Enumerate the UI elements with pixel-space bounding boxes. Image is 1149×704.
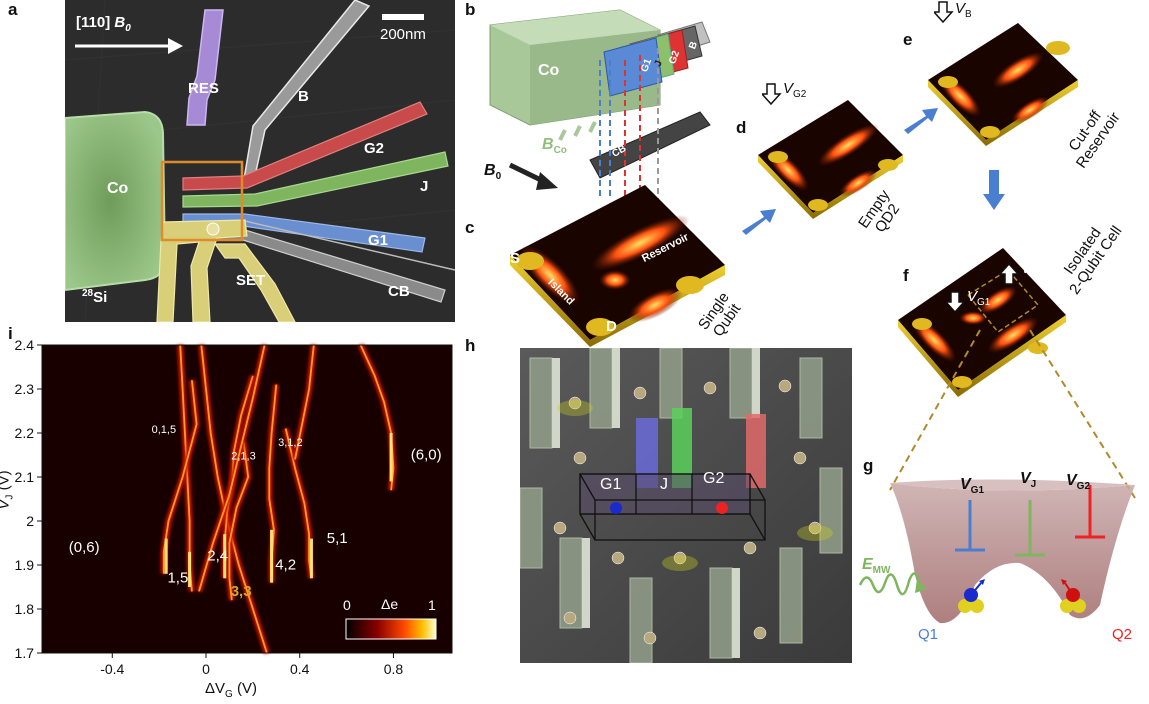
b-label: B bbox=[298, 88, 309, 105]
gate-stack-diagram bbox=[489, 9, 711, 200]
charge-state-label: 0,1,5 bbox=[152, 424, 176, 436]
y-tick-label: 2 bbox=[26, 513, 34, 529]
colorbar-min: 0 bbox=[343, 597, 351, 613]
g2-label: G2 bbox=[364, 140, 385, 157]
colorbar bbox=[345, 618, 437, 640]
vg1-arrow-icon bbox=[946, 291, 966, 314]
potential-surface-e bbox=[928, 23, 1078, 146]
transition-line bbox=[200, 344, 268, 654]
transition-line bbox=[162, 380, 198, 574]
charge-state-label: 1,5 bbox=[167, 570, 188, 587]
charge-state-label: 4,2 bbox=[275, 556, 296, 573]
transition-line bbox=[359, 344, 395, 491]
x-axis-label: ΔVG (V) bbox=[205, 680, 257, 700]
x-tick-label: 0.4 bbox=[290, 661, 310, 677]
d-label: D bbox=[606, 318, 617, 335]
j-gate bbox=[182, 151, 449, 208]
gate-bars bbox=[589, 21, 711, 179]
y-tick-label: 1.8 bbox=[15, 601, 35, 617]
vb-label: VB bbox=[955, 0, 972, 20]
charge-state-label: (6,0) bbox=[411, 446, 442, 463]
charge-state-label: 2,4 bbox=[207, 548, 228, 565]
y-axis-label: VJ (V) bbox=[0, 470, 16, 509]
charge-state-label: 3,3 bbox=[231, 583, 252, 600]
co-block-label: Co bbox=[538, 62, 560, 79]
q1-label: Q1 bbox=[918, 626, 939, 643]
arrow-d-to-e bbox=[904, 108, 938, 134]
panel-label-e: e bbox=[903, 30, 913, 49]
double-well-diagram bbox=[858, 479, 1135, 624]
b0-label: B0 bbox=[484, 162, 502, 183]
j-label: J bbox=[420, 178, 429, 195]
y-tick-label: 2.3 bbox=[15, 381, 35, 397]
co-label: Co bbox=[107, 180, 129, 197]
arrow-e-to-f bbox=[983, 170, 1005, 210]
vg2-arrow-icon bbox=[762, 83, 782, 106]
vb-arrow-icon bbox=[934, 1, 954, 24]
stability-diagram-chart: (0,6) 1,5 2,4 3,3 4,2 5,1 (6,0) 0,1,5 2,1,3 3,1,2… bbox=[15, 337, 453, 677]
panel-label-d: d bbox=[736, 118, 747, 137]
vg1-label-f: VG1 bbox=[967, 288, 991, 308]
y-tick-label: 2.2 bbox=[15, 425, 35, 441]
colorbar-max: 1 bbox=[428, 597, 436, 613]
region-box bbox=[160, 160, 244, 242]
plot-frame bbox=[41, 344, 453, 654]
vg2-label-g: VG2 bbox=[1066, 472, 1091, 493]
potential-surface-c bbox=[510, 185, 725, 347]
bco-label: BCo bbox=[542, 136, 567, 157]
projection-lines bbox=[889, 329, 1136, 499]
panel-label-a: a bbox=[8, 0, 18, 19]
arrow-c-to-d bbox=[742, 209, 776, 235]
x-tick-label: -0.4 bbox=[100, 661, 124, 677]
transition-line bbox=[198, 344, 266, 592]
cb-label: CB bbox=[388, 283, 410, 300]
j-cell-label: J bbox=[660, 476, 668, 493]
panel-label-i: i bbox=[8, 324, 13, 343]
q2-label: Q2 bbox=[1112, 626, 1133, 643]
g1-cell-label: G1 bbox=[600, 476, 622, 493]
charge-state-label: 3,1,2 bbox=[278, 437, 302, 449]
y-tick-label: 2.1 bbox=[15, 469, 35, 485]
orientation-label: [110] B0 bbox=[76, 14, 131, 34]
panel-label-f: f bbox=[903, 266, 909, 285]
vg1-label-g: VG1 bbox=[960, 476, 985, 497]
y-tick-label: 1.9 bbox=[15, 557, 35, 573]
panel-label-c: c bbox=[465, 218, 475, 237]
charge-state-label: 5,1 bbox=[327, 530, 348, 547]
panel-label-b: b bbox=[465, 0, 476, 19]
res-gate bbox=[186, 9, 224, 126]
co-magnet bbox=[65, 110, 167, 292]
material-label: 28Si bbox=[82, 288, 108, 306]
transition-line bbox=[284, 428, 313, 579]
emw-label: EMW bbox=[862, 556, 891, 577]
g2-cell-label: G2 bbox=[703, 470, 725, 487]
colorbar-label: Δe bbox=[381, 596, 399, 612]
y-tick-label: 1.7 bbox=[15, 645, 35, 661]
scale-bar-label: 200nm bbox=[380, 26, 426, 43]
qubit-array-render bbox=[520, 348, 852, 663]
set-label: SET bbox=[236, 272, 266, 289]
vg2-label-d: VG2 bbox=[783, 80, 807, 100]
sem-image bbox=[65, 0, 455, 322]
vg2-label-f: VG2 bbox=[1021, 260, 1045, 280]
g1-label: G1 bbox=[368, 232, 389, 249]
potential-surface-f bbox=[898, 248, 1066, 397]
potential-surface-d bbox=[758, 100, 903, 219]
well-potential bbox=[890, 483, 1135, 624]
y-tick-label: 2.4 bbox=[15, 337, 35, 353]
vj-label-g: VJ bbox=[1020, 470, 1037, 491]
s-label: S bbox=[510, 250, 521, 267]
transition-line bbox=[228, 441, 250, 601]
x-tick-label: 0 bbox=[202, 661, 210, 677]
charge-state-label: (0,6) bbox=[69, 539, 100, 556]
charge-state-label: 2,1,3 bbox=[231, 450, 255, 462]
panel-label-g: g bbox=[863, 456, 874, 475]
vg2-up-arrow-icon bbox=[1000, 262, 1020, 285]
x-tick-label: 0.8 bbox=[384, 661, 404, 677]
panel-label-h: h bbox=[465, 336, 476, 355]
transition-line bbox=[294, 344, 315, 460]
res-label: RES bbox=[188, 80, 219, 97]
